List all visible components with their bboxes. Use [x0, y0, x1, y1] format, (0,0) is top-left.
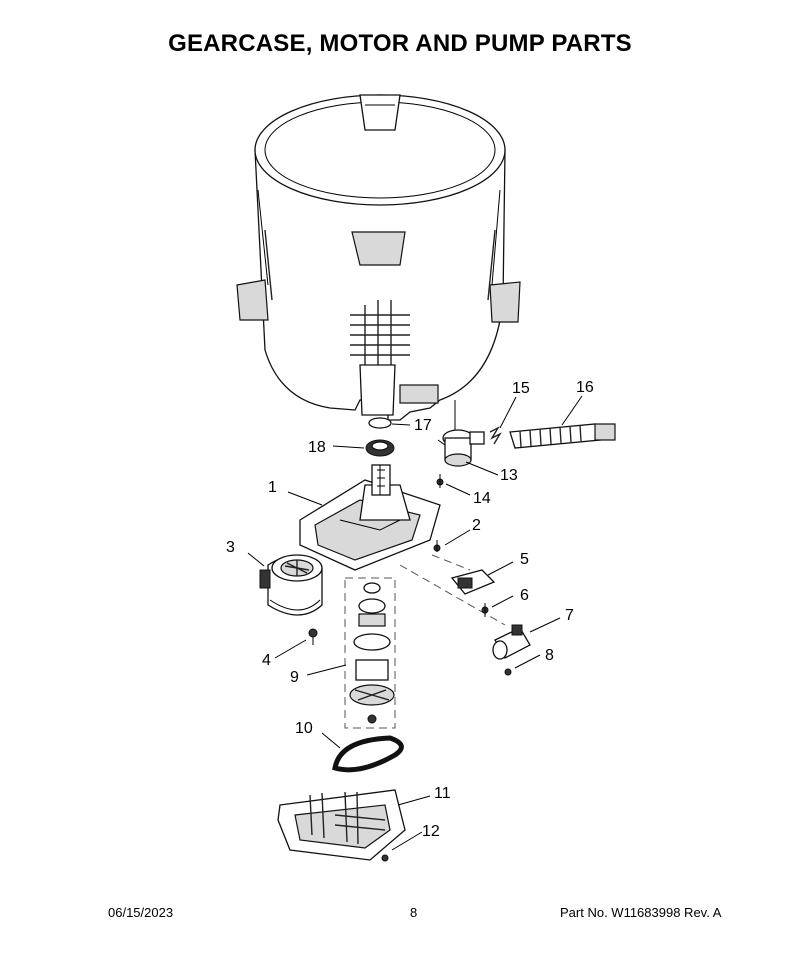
callout-13: 13: [500, 467, 518, 484]
part-5-actuator: [450, 569, 496, 595]
part-10-belt: [332, 735, 404, 773]
callout-17: 17: [414, 417, 432, 434]
part-8-screw: [504, 668, 512, 676]
footer-part-number: Part No. W11683998 Rev. A: [560, 905, 722, 920]
callout-9: 9: [290, 669, 299, 686]
part-14-screw: [436, 474, 444, 488]
part-11-base: [277, 789, 406, 861]
leader-lines: [247, 395, 583, 851]
callout-5: 5: [520, 551, 529, 568]
callout-3: 3: [226, 539, 235, 556]
page-title: GEARCASE, MOTOR AND PUMP PARTS: [168, 30, 632, 57]
footer-date: 06/15/2023: [108, 905, 174, 920]
callout-8: 8: [545, 647, 554, 664]
part-18-bearing: [365, 439, 395, 457]
part-16-drain-hose: [509, 423, 616, 449]
callout-16: 16: [576, 379, 594, 396]
part-12-screw: [381, 854, 389, 862]
tub-illustration: [236, 94, 521, 430]
callout-11: 11: [434, 785, 451, 802]
callout-4: 4: [262, 652, 271, 669]
part-17-seal: [368, 417, 392, 429]
part-7-sensor: [492, 624, 531, 660]
part-15-clamp: [489, 426, 502, 445]
callout-7: 7: [565, 607, 574, 624]
part-4-screw: [308, 628, 318, 645]
part-3-motor: [259, 554, 323, 616]
callout-2: 2: [472, 517, 481, 534]
part-2-screw: [433, 540, 441, 552]
footer-page-number: 8: [410, 905, 418, 920]
callout-14: 14: [473, 490, 491, 507]
callout-15: 15: [512, 380, 530, 397]
callout-1: 1: [268, 479, 277, 496]
part-1-gearcase: [299, 464, 441, 571]
part-6-screw: [481, 603, 489, 617]
callout-10: 10: [295, 720, 313, 737]
part-9-clutch-assembly: [344, 577, 396, 729]
part-13-pump: [437, 429, 485, 467]
callout-6: 6: [520, 587, 529, 604]
callout-18: 18: [308, 439, 326, 456]
callout-12: 12: [422, 823, 440, 840]
